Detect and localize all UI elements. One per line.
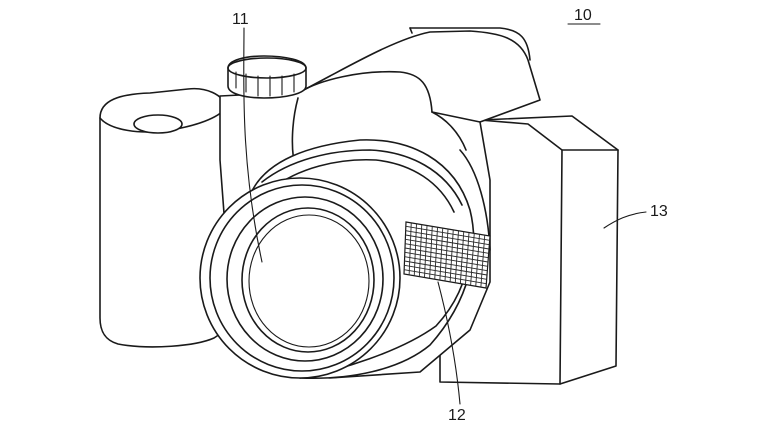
- mode-dial: [227, 55, 307, 99]
- leader-lines: [243, 23, 647, 405]
- label-10: 10: [574, 7, 592, 24]
- label-12: 12: [448, 407, 466, 424]
- grille-line-horizontal: [404, 260, 488, 276]
- grille-line-horizontal: [404, 256, 488, 272]
- grille-line-horizontal: [405, 243, 489, 259]
- grille-line-horizontal: [404, 251, 488, 267]
- leader-line-12: [437, 281, 461, 405]
- grille-line-horizontal: [404, 264, 487, 280]
- leader-line-13: [603, 211, 647, 229]
- grille-line-horizontal: [405, 234, 490, 250]
- grille-line-horizontal: [404, 247, 489, 263]
- grille-line-horizontal: [405, 230, 490, 246]
- label-11: 11: [232, 11, 249, 28]
- grille-line-horizontal: [405, 238, 489, 254]
- shutter-button: [133, 114, 183, 134]
- leader-line-11: [243, 27, 263, 263]
- microphone-grille: [403, 221, 491, 289]
- grille-line-horizontal: [405, 225, 490, 241]
- label-13: 13: [650, 203, 668, 220]
- front-lens: [199, 177, 401, 379]
- grille-line-horizontal: [404, 269, 487, 285]
